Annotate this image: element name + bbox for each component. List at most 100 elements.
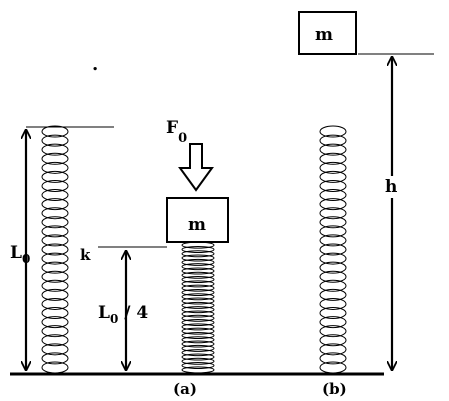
spring-coil (41, 343, 69, 356)
spring-coil (181, 263, 215, 271)
stray-dot: . (92, 54, 98, 75)
spring-coil (181, 349, 215, 357)
spring-coil (319, 198, 347, 211)
spring-coil (319, 234, 347, 247)
spring-coil (41, 270, 69, 283)
force-arrow (178, 143, 214, 192)
spring-coil (41, 288, 69, 301)
mass-block-b (298, 11, 357, 55)
spring-coil (181, 288, 215, 296)
spring-coil (41, 334, 69, 347)
spring-coil (41, 179, 69, 192)
spring-coil (319, 297, 347, 310)
spring-coil (181, 297, 215, 305)
spring-coil (319, 316, 347, 329)
spring-coil (181, 331, 215, 339)
spring-coil (41, 325, 69, 338)
spring-coil (319, 225, 347, 238)
spring-coil (319, 161, 347, 174)
spring-coil (319, 143, 347, 156)
spring-coil (41, 198, 69, 211)
h-label: h (385, 177, 397, 197)
L0-label: L0 (10, 243, 30, 266)
spring-coil (181, 254, 215, 262)
spring-coil (41, 207, 69, 220)
spring-coil (181, 340, 215, 348)
spring-coil (181, 336, 215, 344)
k-label: k (80, 246, 91, 264)
spring-coil (181, 366, 215, 374)
spring-coil (319, 125, 347, 138)
spring-coil (41, 352, 69, 365)
spring-coil (319, 216, 347, 229)
spring-coil (319, 352, 347, 365)
spring-coil (181, 293, 215, 301)
spring-coil (41, 234, 69, 247)
spring-coil (41, 261, 69, 274)
spring-coil (181, 323, 215, 331)
L0-quarter-label: L0 / 4 (98, 303, 148, 326)
spring-coil (181, 344, 215, 352)
spring-coil (41, 225, 69, 238)
spring-coil (41, 252, 69, 265)
spring-coil (41, 316, 69, 329)
case-a-label: (a) (173, 380, 197, 398)
spring-coil (41, 297, 69, 310)
spring-coil (181, 357, 215, 365)
mass-label-a: m (188, 215, 206, 235)
spring-coil (181, 241, 215, 249)
spring-coil (181, 284, 215, 292)
spring-case-b (319, 125, 347, 374)
spring-coil (181, 310, 215, 318)
spring-coil (319, 307, 347, 320)
spring-coil (319, 334, 347, 347)
spring-coil (41, 152, 69, 165)
spring-coil (319, 261, 347, 274)
spring-coil (181, 250, 215, 258)
spring-coil (41, 143, 69, 156)
h-label-backdrop (384, 176, 400, 198)
spring-coil (41, 216, 69, 229)
spring-coil (181, 301, 215, 309)
spring-coil (181, 276, 215, 284)
case-b-label: (b) (322, 380, 347, 398)
force-label: F0 (166, 118, 187, 146)
spring-coil (41, 134, 69, 147)
mass-label-b: m (315, 25, 333, 45)
spring-coil (319, 270, 347, 283)
spring-coil (41, 243, 69, 256)
spring-coil (319, 243, 347, 256)
spring-compressed (181, 241, 215, 374)
spring-coil (181, 271, 215, 279)
spring-coil (181, 306, 215, 314)
spring-coil (41, 170, 69, 183)
spring-coil (181, 327, 215, 335)
spring-coil (319, 170, 347, 183)
spring-coil (319, 279, 347, 292)
spring-coil (41, 279, 69, 292)
spring-coil (181, 319, 215, 327)
spring-coil (181, 353, 215, 361)
spring-coil (319, 179, 347, 192)
spring-coil (319, 361, 347, 374)
spring-coil (319, 288, 347, 301)
spring-coil (319, 189, 347, 202)
spring-coil (181, 314, 215, 322)
spring-coil (319, 207, 347, 220)
spring-coil (181, 280, 215, 288)
spring-coil (319, 252, 347, 265)
spring-coil (41, 125, 69, 138)
spring-coil (319, 325, 347, 338)
spring-coil (41, 161, 69, 174)
spring-coil (181, 245, 215, 253)
spring-natural-length (41, 125, 69, 374)
spring-coil (181, 258, 215, 266)
spring-coil (319, 152, 347, 165)
spring-coil (319, 134, 347, 147)
spring-coil (319, 343, 347, 356)
spring-coil (181, 267, 215, 275)
spring-coil (181, 362, 215, 370)
spring-coil (41, 189, 69, 202)
spring-coil (41, 361, 69, 374)
